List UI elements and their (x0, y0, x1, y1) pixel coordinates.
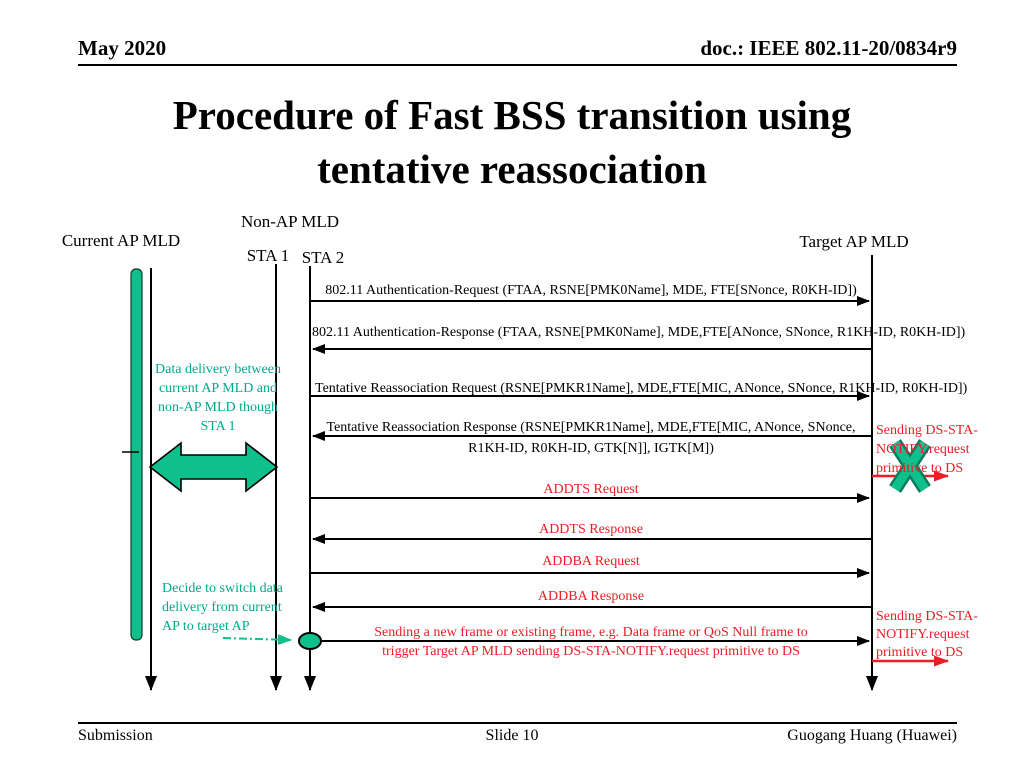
message-label-trigger-frame-line2: trigger Target AP MLD sending DS-STA-NOT… (382, 644, 800, 659)
message-label-auth-response: 802.11 Authentication-Response (FTAA, RS… (312, 325, 966, 340)
message-label-addba-response: ADDBA Response (537, 589, 645, 604)
annotation-data-delivery: Data delivery between current AP MLD and… (140, 360, 296, 436)
lifeline-label-non-ap-mld: Non-AP MLD (240, 212, 340, 231)
note-line: Sending DS-STA- (876, 423, 978, 438)
message-label-addba-request: ADDBA Request (542, 554, 640, 569)
message-label-tentative-reassoc-response-line1: Tentative Reassociation Response (RSNE[P… (326, 420, 856, 435)
note-line: NOTIFY.request (876, 627, 970, 642)
activity-bar-current-ap (130, 268, 143, 641)
footer-rule (78, 722, 957, 724)
annotation-line: Decide to switch data (162, 581, 283, 596)
annotation-line: Data delivery between (155, 362, 281, 377)
footer-submission: Submission (78, 727, 153, 744)
header-date: May 2020 (78, 36, 167, 60)
lifeline-label-sta2: STA 2 (301, 248, 345, 267)
note-ds-notify-blocked: Sending DS-STA- NOTIFY.request primitive… (876, 421, 978, 478)
annotation-line: non-AP MLD though (157, 400, 279, 415)
note-line: primitive to DS (876, 461, 964, 476)
message-label-tentative-reassoc-response-line2: R1KH-ID, R0KH-ID, GTK[N]], IGTK[M]) (468, 441, 714, 456)
message-label-trigger-frame-line1: Sending a new frame or existing frame, e… (374, 625, 808, 640)
annotation-line: current AP MLD and (158, 381, 278, 396)
lifeline-label-current-ap-mld: Current AP MLD (61, 231, 181, 250)
note-line: NOTIFY.request (876, 442, 970, 457)
annotation-decide-switch: Decide to switch data delivery from curr… (162, 579, 312, 636)
trigger-point-dot (298, 632, 322, 650)
green-x-icon (889, 439, 931, 493)
annotation-line: AP to target AP (162, 619, 250, 634)
note-ds-notify-active: Sending DS-STA- NOTIFY.request primitive… (876, 608, 978, 662)
lifeline-label-target-ap-mld: Target AP MLD (799, 232, 909, 251)
lifeline-label-sta1: STA 1 (246, 246, 290, 265)
page-title-line1: Procedure of Fast BSS transition using (172, 92, 852, 138)
footer-author: Guogang Huang (Huawei) (787, 727, 957, 744)
message-label-tentative-reassoc-request: Tentative Reassociation Request (RSNE[PM… (315, 381, 968, 396)
annotation-line: delivery from current (162, 600, 282, 615)
page-title-line2: tentative reassociation (317, 146, 707, 192)
message-label-addts-request: ADDTS Request (543, 482, 639, 497)
header-doc-number: doc.: IEEE 802.11-20/0834r9 (700, 36, 957, 60)
note-line: Sending DS-STA- (876, 609, 978, 624)
footer-slide-number: Slide 10 (485, 727, 539, 744)
data-delivery-double-arrow (148, 441, 279, 493)
dashed-pointer-arrow (222, 634, 292, 646)
note-line: primitive to DS (876, 645, 964, 660)
message-label-addts-response: ADDTS Response (539, 522, 643, 537)
annotation-line: STA 1 (200, 419, 236, 434)
message-label-auth-request: 802.11 Authentication-Request (FTAA, RSN… (325, 283, 857, 298)
header-rule (78, 64, 957, 66)
